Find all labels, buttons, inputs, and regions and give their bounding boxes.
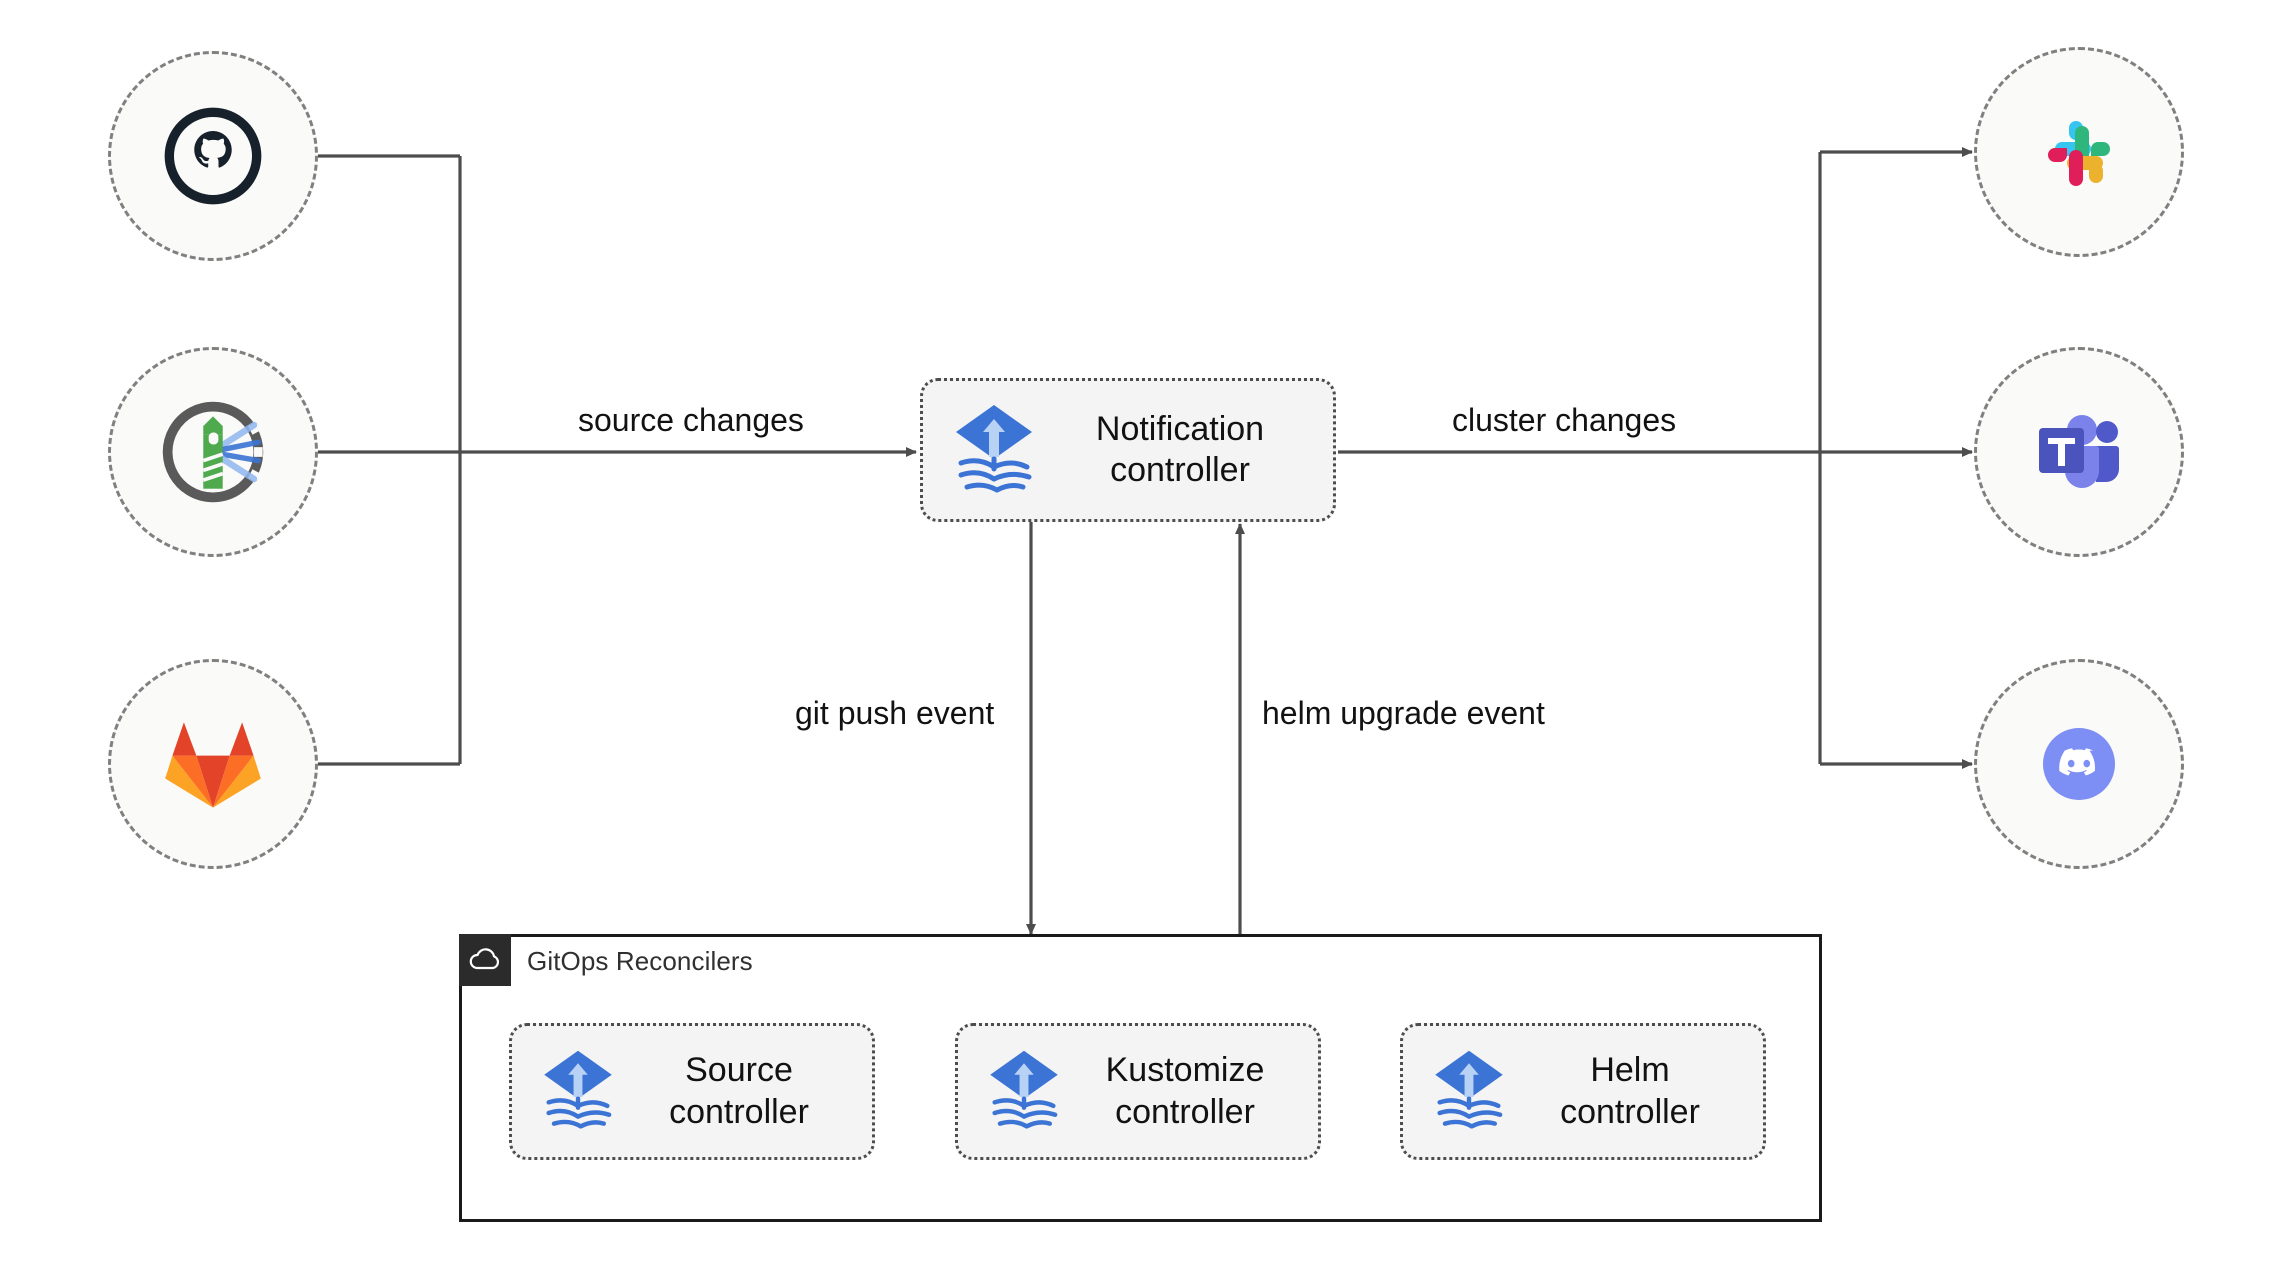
- github-icon: [161, 104, 265, 208]
- edge-label-cluster-changes: cluster changes: [1452, 402, 1677, 438]
- gitops-reconcilers-title: GitOps Reconcilers: [527, 946, 753, 976]
- edge-label-git-push-event: git push event: [795, 695, 995, 731]
- source-controller-label: Source controller: [669, 1051, 809, 1131]
- helm-controller-label: Helm controller: [1560, 1051, 1700, 1131]
- source-node-harbor[interactable]: [108, 347, 318, 557]
- notification-controller-box[interactable]: Notification controller: [920, 378, 1336, 522]
- flux-icon: [984, 1045, 1064, 1138]
- kustomize-controller-box[interactable]: Kustomize controller: [955, 1023, 1321, 1160]
- flux-icon: [1429, 1045, 1509, 1138]
- kustomize-controller-label: Kustomize controller: [1105, 1051, 1265, 1131]
- source-node-github[interactable]: [108, 51, 318, 261]
- flux-icon: [538, 1045, 618, 1138]
- target-node-slack[interactable]: [1974, 47, 2184, 257]
- gitlab-icon: [161, 716, 265, 812]
- edge-label-helm-upgrade-event: helm upgrade event: [1262, 695, 1545, 731]
- target-node-discord[interactable]: [1974, 659, 2184, 869]
- helm-controller-box[interactable]: Helm controller: [1400, 1023, 1766, 1160]
- edge-label-source-changes: source changes: [578, 402, 804, 438]
- discord-icon: [2029, 714, 2129, 814]
- notification-controller-label: Notification controller: [1095, 409, 1265, 489]
- cloud-icon: [459, 934, 511, 986]
- flux-icon: [949, 399, 1039, 502]
- source-controller-box[interactable]: Source controller: [509, 1023, 875, 1160]
- slack-icon: [2029, 102, 2129, 202]
- target-node-teams[interactable]: [1974, 347, 2184, 557]
- harbor-icon: [159, 398, 267, 506]
- microsoft-teams-icon: [2028, 406, 2130, 498]
- source-node-gitlab[interactable]: [108, 659, 318, 869]
